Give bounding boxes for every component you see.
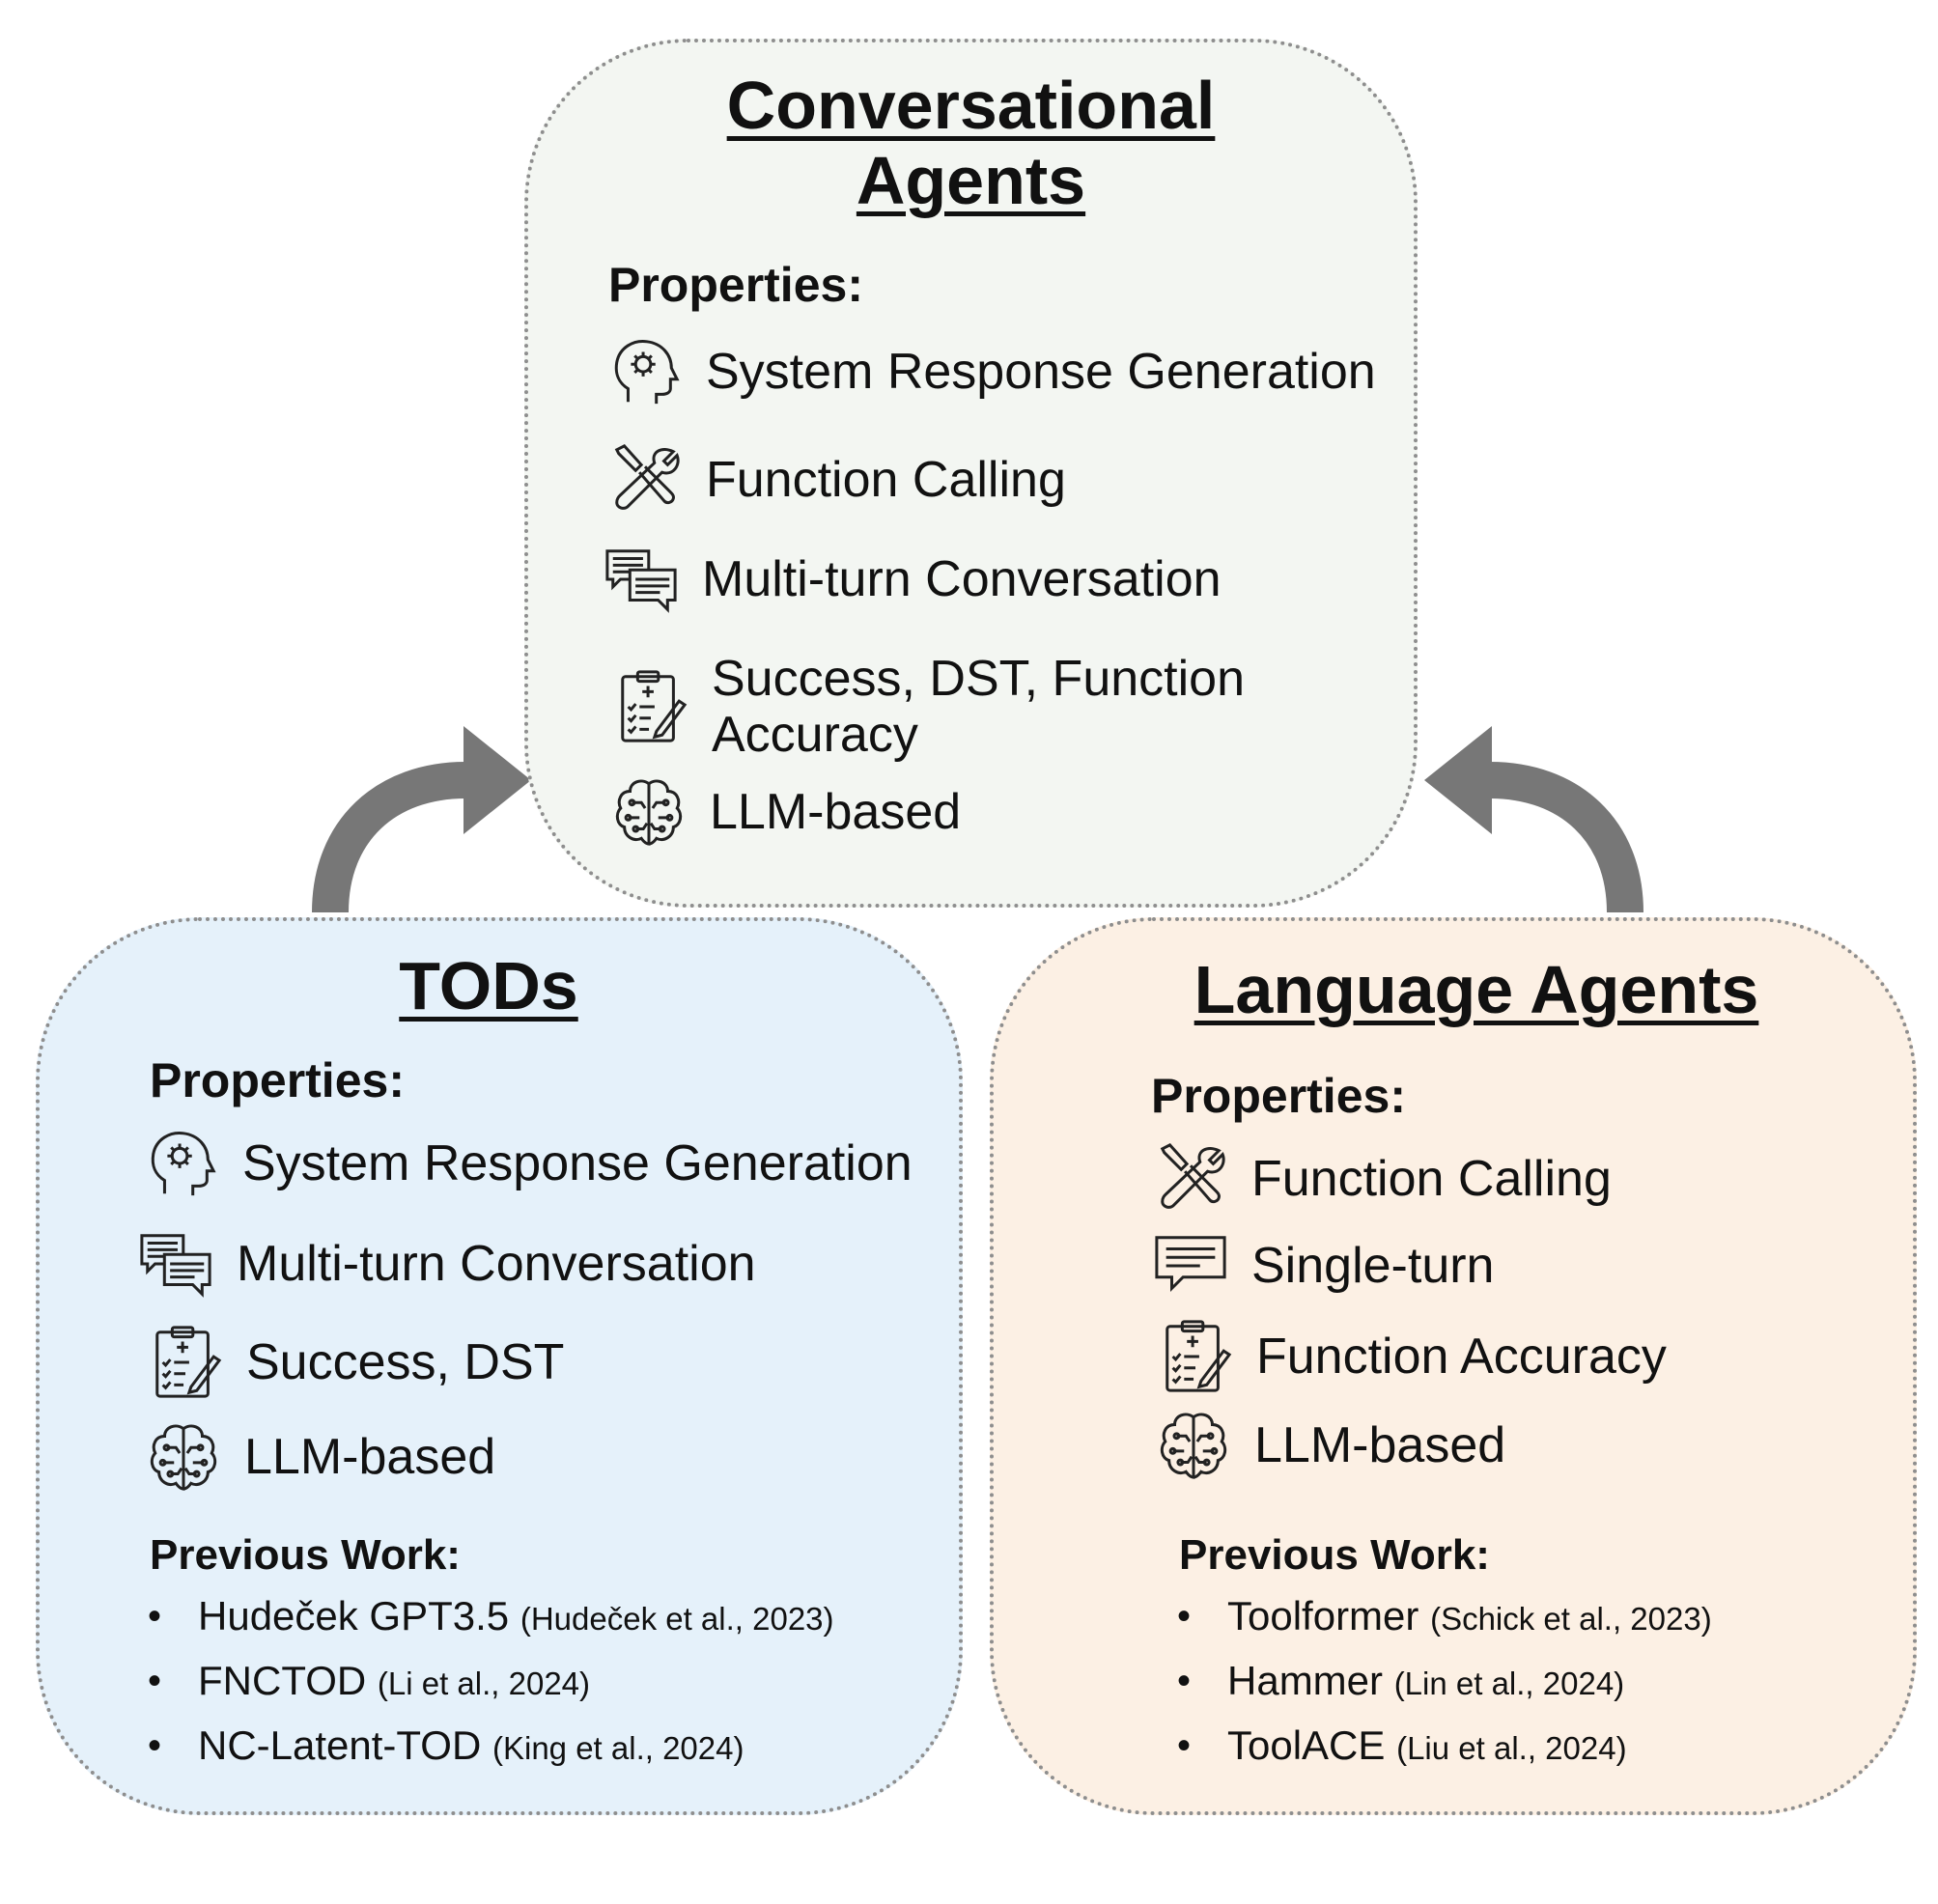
property-item: Single-turn (1153, 1228, 1494, 1303)
chat-bubbles-icon (138, 1226, 213, 1302)
chat-bubbles-icon (604, 542, 679, 617)
property-label: System Response Generation (706, 344, 1376, 400)
work-name: Hudeček GPT3.5 (198, 1593, 510, 1638)
previous-work-item: • FNCTOD (Li et al., 2024) (148, 1658, 834, 1722)
work-citation: (Hudeček et al., 2023) (520, 1601, 834, 1637)
work-name: Toolformer (1227, 1593, 1419, 1638)
tods-title: TODs (399, 948, 578, 1023)
work-name: Hammer (1227, 1658, 1384, 1703)
property-label: Multi-turn Conversation (237, 1236, 756, 1292)
property-item: System Response Generation (607, 334, 1376, 409)
property-item: LLM-based (611, 774, 961, 850)
property-item: LLM-based (146, 1419, 495, 1495)
work-name: NC-Latent-TOD (198, 1722, 482, 1768)
previous-work-heading: Previous Work: (1179, 1531, 1490, 1579)
property-label: Single-turn (1251, 1238, 1495, 1294)
previous-work-heading: Previous Work: (150, 1531, 461, 1579)
previous-work-item: • Hammer (Lin et al., 2024) (1177, 1658, 1712, 1722)
bullet: • (1177, 1724, 1192, 1767)
tools-icon (1153, 1141, 1228, 1217)
property-item: LLM-based (1156, 1408, 1505, 1483)
language-agents-title: Language Agents (1194, 952, 1759, 1027)
arrow-language-to-conversational (1424, 726, 1643, 913)
bullet: • (1177, 1660, 1192, 1702)
tods-box: TODs Properties: System Response Generat… (36, 917, 963, 1815)
brain-circuit-icon (611, 774, 687, 850)
property-label: Function Calling (1251, 1151, 1612, 1207)
clipboard-icon (1158, 1319, 1233, 1394)
brain-circuit-icon (1156, 1408, 1231, 1483)
work-citation: (Li et al., 2024) (377, 1666, 591, 1701)
previous-work-item: • Toolformer (Schick et al., 2023) (1177, 1593, 1712, 1658)
previous-work-list: • Toolformer (Schick et al., 2023) • Hamme… (1177, 1593, 1712, 1787)
tools-icon (607, 442, 683, 518)
property-item: Function Calling (607, 442, 1066, 518)
work-citation: (Lin et al., 2024) (1393, 1666, 1625, 1701)
work-name: FNCTOD (198, 1658, 367, 1703)
work-citation: (Schick et al., 2023) (1430, 1601, 1712, 1637)
work-citation: (King et al., 2024) (492, 1730, 744, 1766)
previous-work-item: • NC-Latent-TOD (King et al., 2024) (148, 1722, 834, 1787)
property-item: Function Accuracy (1158, 1319, 1667, 1394)
property-item: Function Calling (1153, 1141, 1612, 1217)
property-label: LLM-based (1254, 1417, 1506, 1473)
clipboard-icon (148, 1325, 223, 1400)
property-label: Function Calling (706, 452, 1066, 508)
clipboard-icon (613, 669, 688, 744)
previous-work-item: • Hudeček GPT3.5 (Hudeček et al., 2023) (148, 1593, 834, 1658)
bullet: • (148, 1660, 162, 1702)
bullet: • (1177, 1595, 1192, 1638)
property-label: Multi-turn Conversation (702, 551, 1222, 607)
head-gear-icon (144, 1126, 219, 1201)
bullet: • (148, 1724, 162, 1767)
property-label: LLM-based (710, 784, 962, 840)
properties-heading: Properties: (608, 258, 863, 312)
work-name: ToolACE (1227, 1722, 1386, 1768)
conversational-agents-title: Conversational Agents (528, 68, 1414, 218)
bullet: • (148, 1595, 162, 1638)
chat-bubble-icon (1153, 1228, 1228, 1303)
property-item: Multi-turn Conversation (604, 542, 1222, 617)
arrow-tods-to-conversational (312, 726, 531, 913)
properties-heading: Properties: (1151, 1069, 1406, 1123)
title-line-2: Agents (856, 143, 1086, 218)
conversational-agents-box: Conversational Agents Properties: System… (524, 39, 1418, 908)
properties-heading: Properties: (150, 1053, 405, 1107)
property-label: Success, DST (246, 1334, 565, 1390)
property-label: System Response Generation (242, 1135, 913, 1191)
property-label: LLM-based (244, 1429, 496, 1485)
property-item: Success, DST, Function Accuracy (613, 651, 1310, 763)
property-label: Success, DST, Function Accuracy (712, 651, 1245, 763)
previous-work-item: • ToolACE (Liu et al., 2024) (1177, 1722, 1712, 1787)
work-citation: (Liu et al., 2024) (1396, 1730, 1627, 1766)
language-agents-box: Language Agents Properties: Function Cal… (990, 917, 1917, 1815)
property-item: Success, DST (148, 1325, 564, 1400)
property-label: Function Accuracy (1256, 1329, 1667, 1385)
property-item: Multi-turn Conversation (138, 1226, 756, 1302)
title-line-1: Conversational (726, 68, 1216, 143)
previous-work-list: • Hudeček GPT3.5 (Hudeček et al., 2023) •… (148, 1593, 834, 1787)
head-gear-icon (607, 334, 683, 409)
brain-circuit-icon (146, 1419, 221, 1495)
property-item: System Response Generation (144, 1126, 913, 1201)
